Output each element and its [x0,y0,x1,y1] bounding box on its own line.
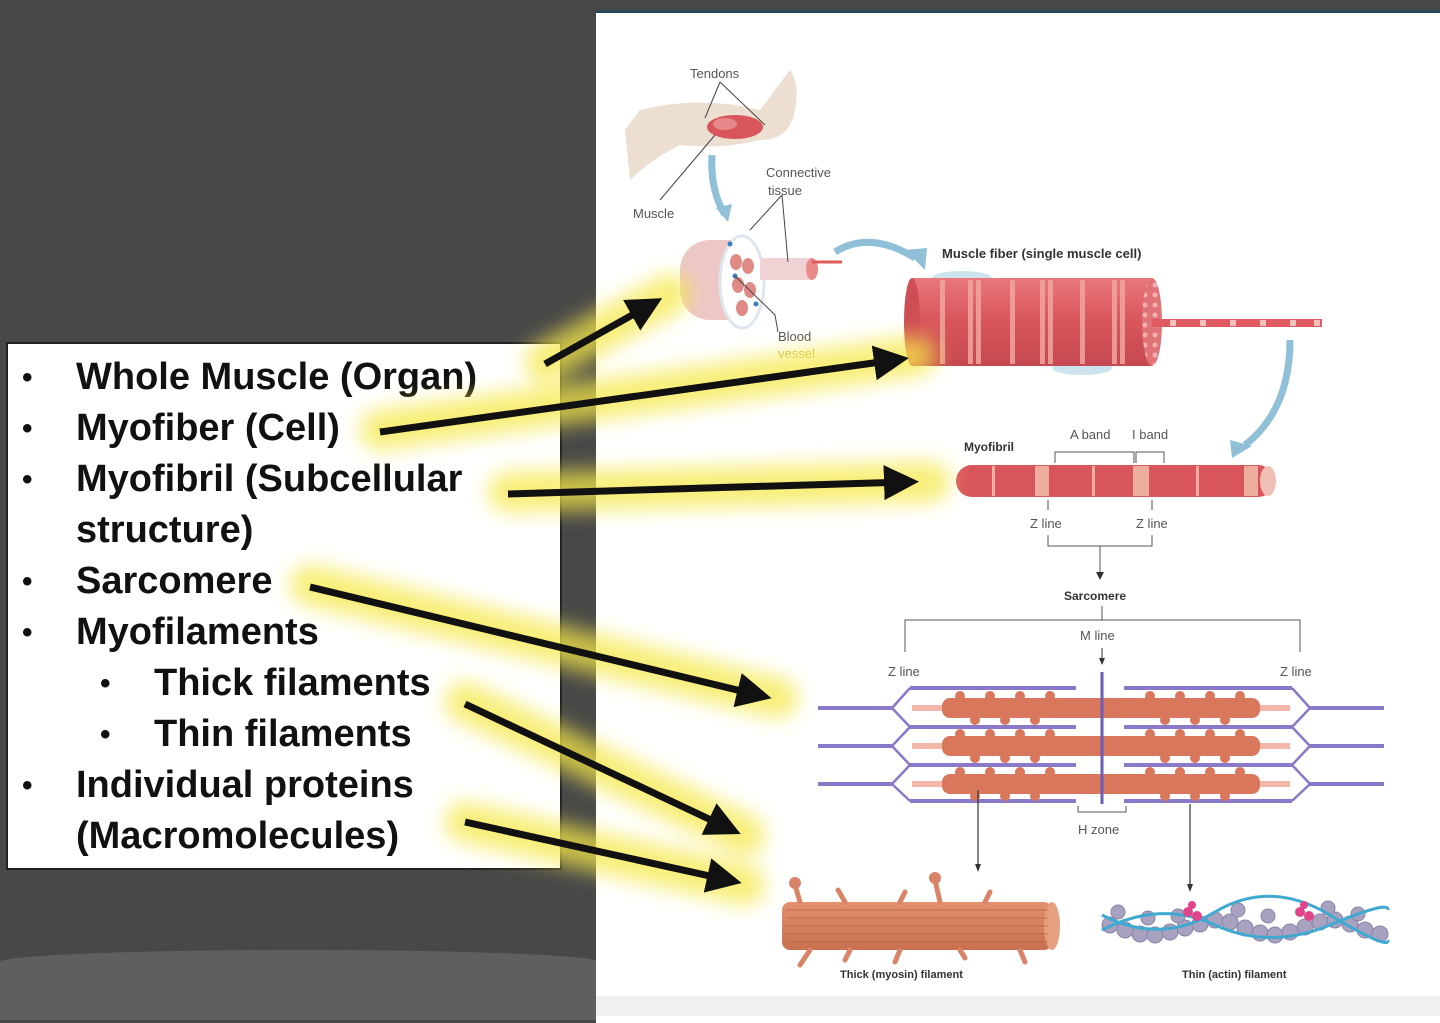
arrow-whole-muscle [543,298,663,368]
list-item-thin-filaments: •Thin filaments [8,709,560,760]
flow-arrow-1-head [716,204,732,222]
sarcomere-illustration [818,672,1384,804]
label-muscle: Muscle [633,206,674,221]
flow-arrow-3 [1242,339,1294,448]
bullet-icon: • [22,616,33,649]
sarcomere-top-bracket [904,606,1301,652]
figure-footer [596,996,1440,1016]
arm-illustration [625,70,797,180]
bullet-icon: • [22,769,33,802]
label-sarcomere: Sarcomere [1064,589,1126,603]
label-connective-tissue-2: tissue [768,183,802,198]
slide-background-lower [0,950,600,1020]
bullet-icon: • [22,361,33,394]
list-item-myofilaments: •Myofilaments [8,607,560,658]
sarcomere-down-arrow [1096,572,1104,580]
label-sarcomere-z-line-right: Z line [1280,664,1312,679]
label-myofibril: Myofibril [964,440,1014,454]
flow-arrow-1 [708,154,729,217]
m-line-pointer-head [1099,658,1105,665]
arrow-sarcomere [309,583,772,708]
bullet-icon: • [100,667,111,700]
thick-myosin-filament [782,872,1060,968]
flow-arrow-2 [833,238,917,261]
list-item-individual-proteins: •Individual proteins(Macromolecules) [8,760,560,862]
muscle-fiber-illustration [904,271,1322,375]
label-tendons: Tendons [690,66,740,81]
thin-pointer-head [1187,884,1193,892]
label-m-line: M line [1080,628,1115,643]
arrow-myofiber [379,345,909,436]
label-z-line-left: Z line [1030,516,1062,531]
list-item-myofiber: •Myofiber (Cell) [8,403,560,454]
list-item-sarcomere: •Sarcomere [8,556,560,607]
bullet-icon: • [22,463,33,496]
label-sarcomere-z-line-left: Z line [888,664,920,679]
tendon-leader-lines [659,81,766,201]
figure-panel [596,10,1440,1023]
label-blood-vessel-1: Blood [778,329,811,344]
thick-pointer-head [975,864,981,872]
list-item-whole-muscle: •Whole Muscle (Organ) [8,352,560,403]
bullet-icon: • [22,412,33,445]
flow-arrow-2-head [905,248,927,270]
myofibril-illustration [956,465,1276,497]
arrow-myofibril [507,465,919,501]
band-brackets [1054,451,1165,463]
label-h-zone: H zone [1078,822,1119,837]
arrow-thick-filaments [463,700,741,835]
label-z-line-right: Z line [1136,516,1168,531]
label-connective-tissue-1: Connective [766,165,831,180]
arrow-individual-proteins [464,818,742,893]
flow-arrow-3-head [1230,440,1252,458]
label-i-band: I band [1132,427,1168,442]
label-a-band: A band [1070,427,1111,442]
thick-filaments [912,691,1290,801]
label-thick-filament: Thick (myosin) filament [840,969,963,981]
muscle-cross-section [680,194,842,333]
label-muscle-fiber: Muscle fiber (single muscle cell) [942,246,1141,261]
bullet-icon: • [100,718,111,751]
hierarchy-list: •Whole Muscle (Organ) •Myofiber (Cell) •… [8,344,560,862]
filament-pointers [977,790,1191,886]
bullet-icon: • [22,565,33,598]
h-zone-bracket [1077,806,1127,813]
sarcomere-bracket [1047,500,1153,576]
thin-actin-filament [1101,894,1390,945]
thin-filaments [818,686,1384,803]
highlight-glows [290,274,950,905]
list-item-thick-filaments: •Thick filaments [8,658,560,709]
pointer-arrows [309,298,919,893]
label-thin-filament: Thin (actin) filament [1182,969,1287,981]
